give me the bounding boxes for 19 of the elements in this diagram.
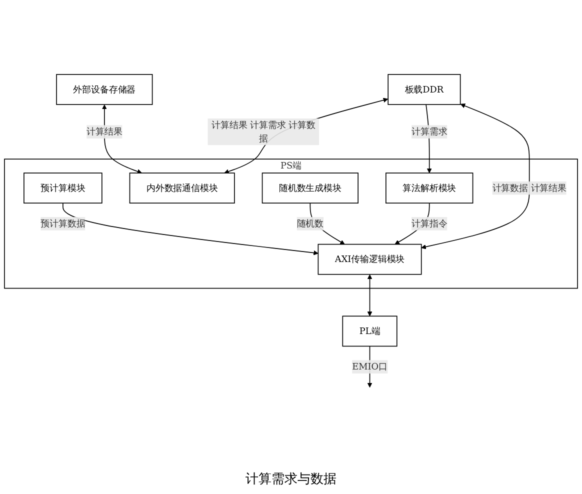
arrow [62, 202, 318, 256]
node-box: 预计算模块 [24, 172, 102, 204]
node-box: 板载DDR [388, 74, 461, 106]
arrow [367, 274, 372, 317]
node-box: 内外数据通信模块 [129, 172, 235, 204]
node-box: 外部设备存储器 [56, 74, 153, 106]
edge-label: 计算结果 计算需求 计算数据 [212, 120, 316, 144]
edge-label: 计算数据 计算结果 [492, 182, 566, 194]
node-box: 算法解析模块 [386, 172, 474, 204]
node-box: AXI传输逻辑模块 [318, 244, 422, 275]
edge-label: 计算需求 [412, 126, 448, 137]
edge-label: 预计算数据 [40, 218, 86, 229]
edge-label: 计算指令 [412, 218, 448, 229]
node-box: PL端 [342, 316, 398, 347]
edge-label: 随机数 [296, 218, 324, 229]
edge-label: EMIO口 [352, 361, 388, 372]
note-label: 计算需求与数据 [246, 472, 336, 487]
edge-label: 计算结果 [86, 126, 122, 137]
node-box: 随机数生成模块 [262, 172, 358, 204]
